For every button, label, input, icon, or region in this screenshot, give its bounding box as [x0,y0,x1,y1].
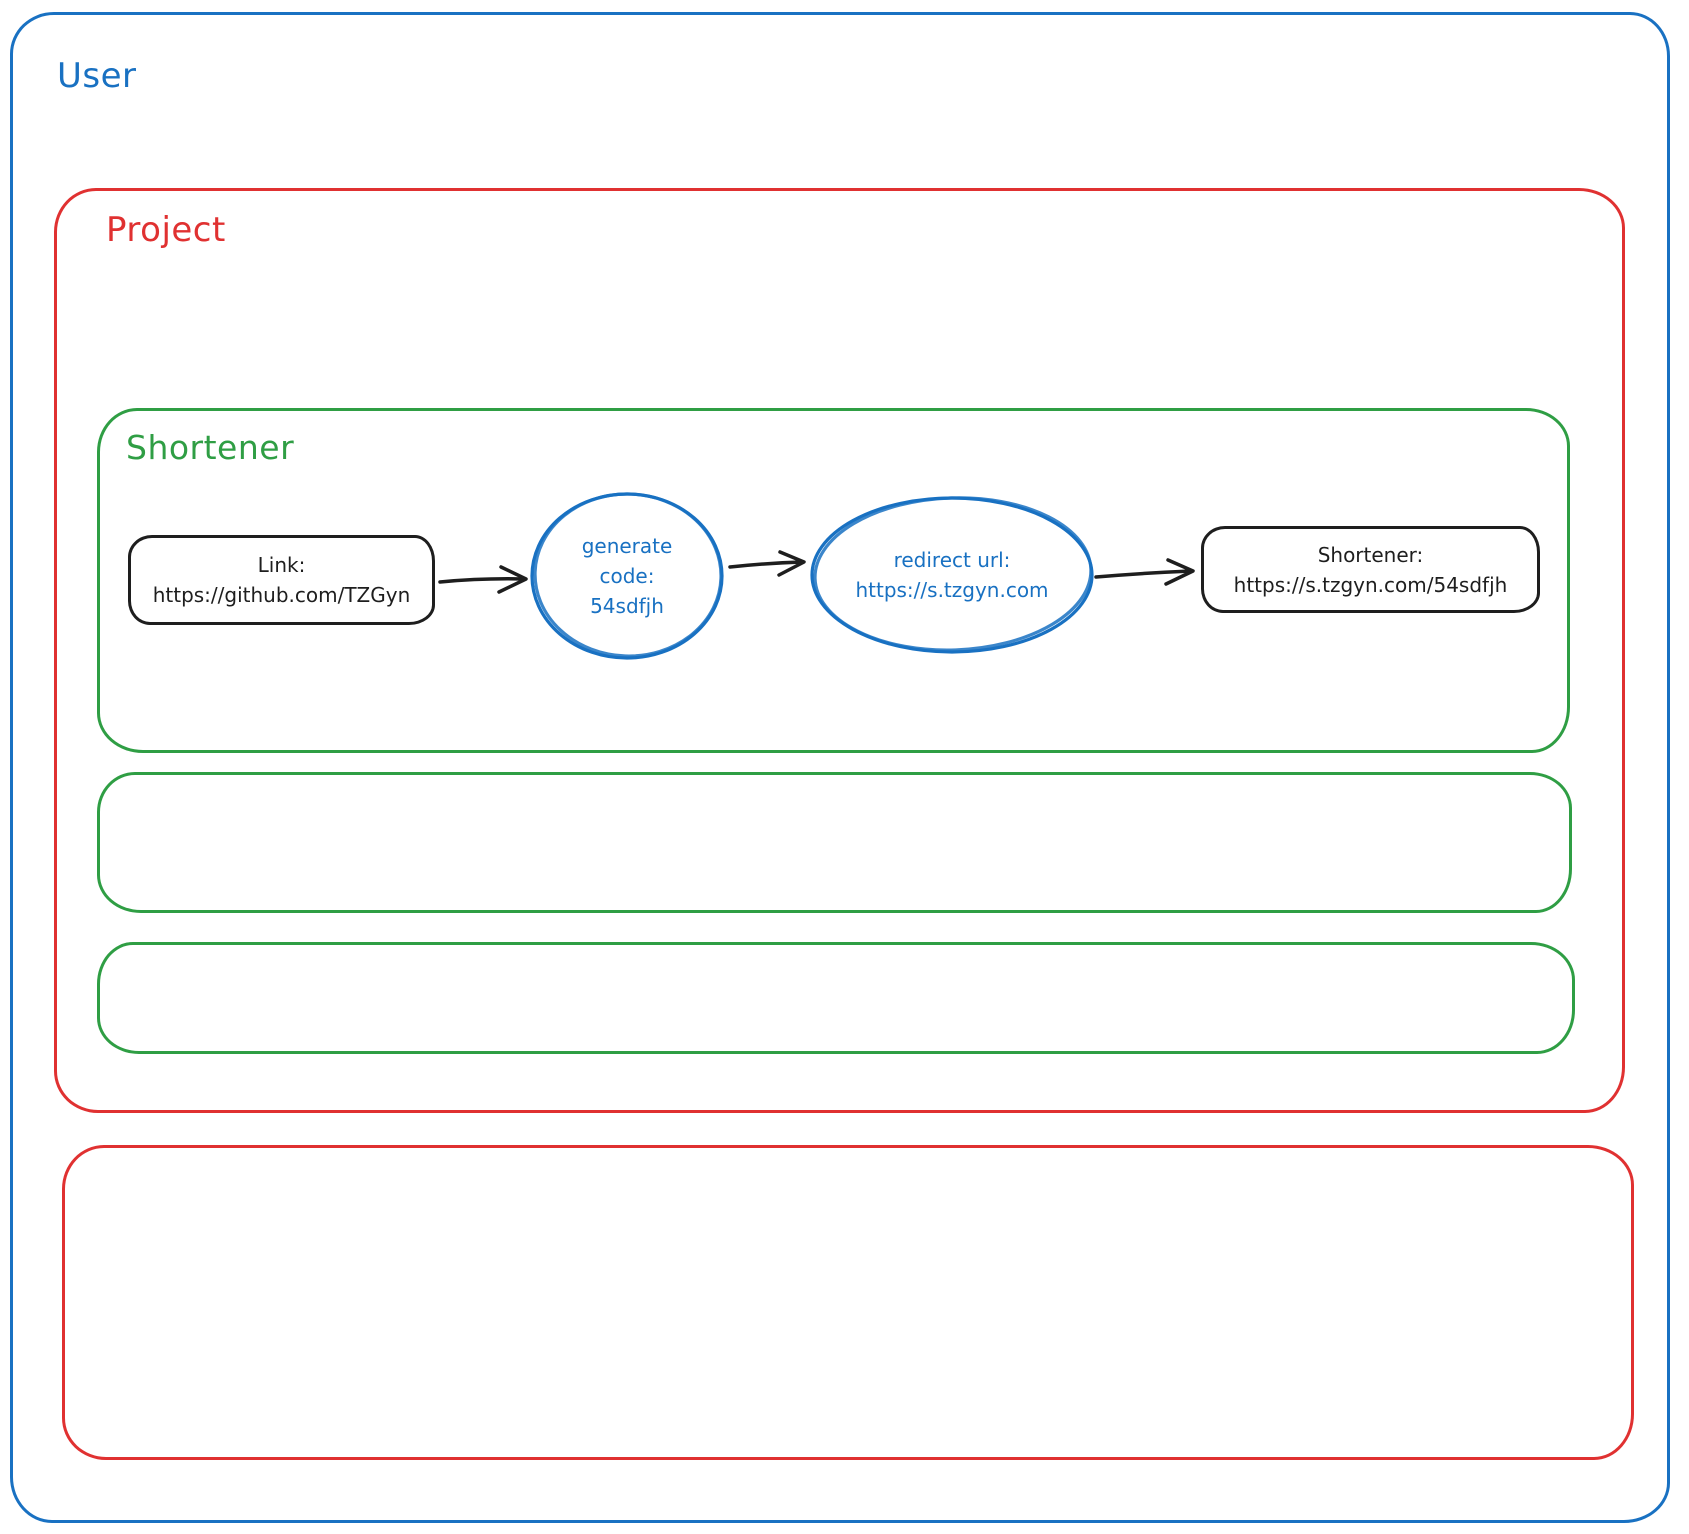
link-node[interactable]: Link: https://github.com/TZGyn [128,535,435,625]
shortener-result-line1: Shortener: [1317,542,1424,567]
green-frame-3[interactable] [97,942,1575,1054]
project-frame-label: Project [106,210,226,250]
redirect-url-line2: https://s.tzgyn.com [855,578,1049,602]
shortener-frame[interactable] [97,408,1570,753]
red-frame-2[interactable] [62,1145,1634,1460]
shortener-result-line2: https://s.tzgyn.com/54sdfjh [1233,572,1508,597]
redirect-url-line1: redirect url: [893,548,1011,572]
arrow-redirect-to-shortener[interactable] [1094,556,1200,590]
redirect-url-node[interactable]: redirect url: https://s.tzgyn.com [808,495,1096,655]
project-frame[interactable] [54,188,1625,1113]
link-node-line1: Link: [257,553,306,577]
generate-code-line1: generate [581,534,673,558]
generate-code-line2: code: [599,564,655,588]
user-frame[interactable] [10,12,1670,1523]
arrow-generate-to-redirect[interactable] [728,549,810,581]
generate-code-line3: 54sdfjh [590,594,664,618]
shortener-frame-label: Shortener [126,428,295,467]
green-frame-2[interactable] [97,772,1572,913]
link-node-line2: https://github.com/TZGyn [152,583,411,607]
shortener-result-node[interactable]: Shortener: https://s.tzgyn.com/54sdfjh [1201,526,1540,613]
user-frame-label: User [57,56,137,96]
arrow-link-to-generate[interactable] [438,562,533,596]
generate-code-node[interactable]: generate code: 54sdfjh [528,490,726,662]
